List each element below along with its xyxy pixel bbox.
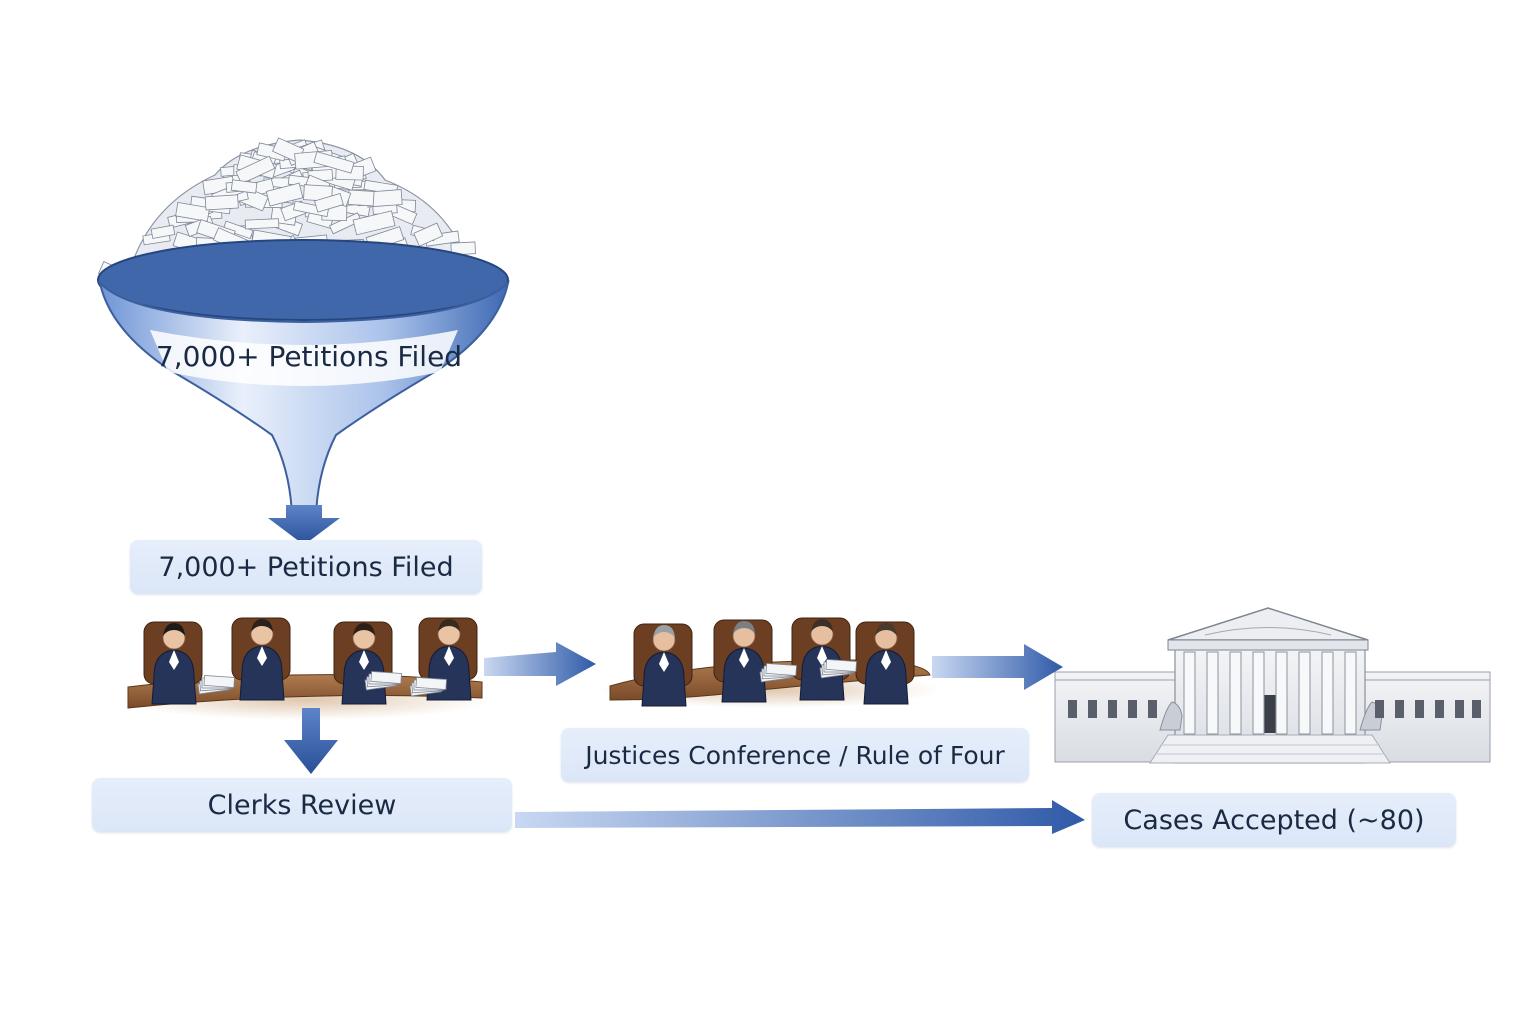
paper-sheet [313, 151, 355, 174]
window [1068, 700, 1077, 718]
document-stack [197, 675, 235, 695]
column [1183, 651, 1196, 735]
column [1252, 651, 1265, 735]
paper-sheet [314, 192, 344, 213]
stage-accepted-label: Cases Accepted (~80) [1092, 793, 1456, 847]
window [1435, 700, 1444, 718]
window [1395, 700, 1404, 718]
paper-sheet [222, 220, 254, 240]
clerk-figure [341, 623, 387, 705]
stage-clerks-label: Clerks Review [92, 778, 512, 832]
arrow-clerks-to-conference [484, 642, 596, 686]
supreme-court-building-illustration [1054, 607, 1491, 764]
paper-sheet [150, 224, 176, 239]
column [1275, 651, 1288, 735]
window [1108, 700, 1117, 718]
document-stack [364, 671, 402, 691]
window [1455, 700, 1464, 718]
arrow-conference-to-court [932, 644, 1063, 690]
clerk-figure [151, 623, 197, 705]
paper-sheet [230, 179, 258, 194]
clerk-figure [239, 619, 285, 701]
conference-illustration [600, 617, 940, 708]
stage-conference-label: Justices Conference / Rule of Four [561, 728, 1029, 782]
column [1321, 651, 1334, 735]
column [1206, 651, 1219, 735]
paper-sheet [175, 201, 211, 222]
column [1229, 651, 1242, 735]
stage-petitions-label: 7,000+ Petitions Filed [130, 540, 482, 594]
justice-figure [863, 623, 909, 705]
window [1415, 700, 1424, 718]
arrow-clerks-to-accepted [515, 800, 1085, 834]
paper-sheet [413, 222, 444, 247]
clerks-illustration [120, 617, 490, 720]
funnel-spout-arrow [268, 505, 340, 545]
funnel-label: 7,000+ Petitions Filed [155, 340, 463, 373]
paper-sheet [244, 218, 280, 230]
document-stack [409, 677, 447, 697]
paper-sheet [235, 155, 276, 185]
window [1375, 700, 1384, 718]
justice-figure [721, 621, 767, 703]
funnel-illustration [97, 137, 510, 545]
paper-sheet [204, 194, 239, 211]
paper-sheet [292, 200, 330, 218]
document-stack [819, 659, 857, 679]
arrow-clerks-down [284, 708, 338, 774]
paper-sheet [352, 210, 396, 236]
funnel-rim [97, 239, 509, 321]
window [1148, 700, 1157, 718]
paper-sheet [347, 189, 375, 207]
window [1472, 700, 1481, 718]
column [1344, 651, 1357, 735]
paper-sheet [265, 182, 304, 207]
funnel-band [150, 330, 458, 386]
window [1128, 700, 1137, 718]
justice-figure [641, 625, 687, 707]
document-stack [759, 663, 797, 683]
window [1088, 700, 1097, 718]
column [1298, 651, 1311, 735]
